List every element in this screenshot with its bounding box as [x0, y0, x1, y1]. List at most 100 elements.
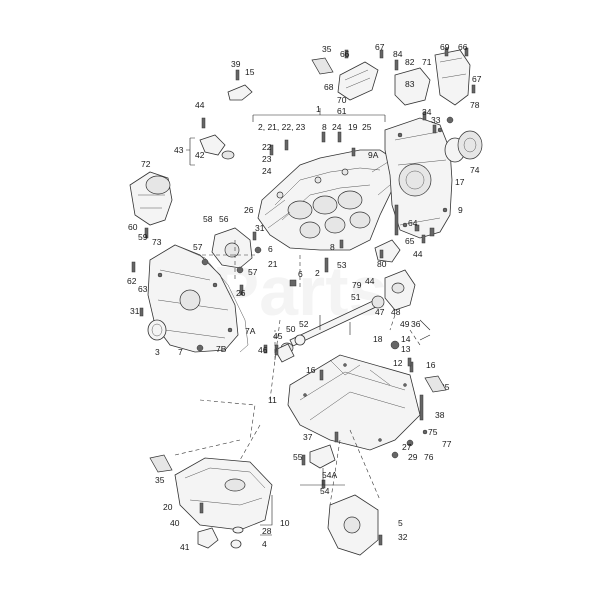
label-35-top: 35: [322, 44, 332, 54]
label-84: 84: [393, 49, 403, 59]
label-63: 63: [138, 284, 148, 294]
label-15: 15: [245, 67, 255, 77]
label-57-a: 57: [193, 242, 203, 252]
label-11: 11: [268, 395, 277, 405]
label-6-a: 6: [268, 244, 273, 254]
label-55: 55: [293, 452, 303, 462]
label-51: 51: [351, 292, 361, 302]
label-35-c: 35: [155, 475, 165, 485]
label-6-b: 6: [298, 269, 303, 279]
label-33: 33: [431, 115, 441, 125]
label-72: 72: [141, 159, 151, 169]
mount-49: [384, 269, 416, 311]
label-12: 12: [393, 358, 403, 368]
label-18: 18: [373, 334, 383, 344]
leader-lines: [174, 108, 431, 536]
label-79: 79: [352, 280, 362, 290]
oil-pump: [327, 494, 379, 556]
flag-tags: [149, 57, 447, 473]
top-plate: [337, 61, 379, 101]
label-78: 78: [470, 100, 480, 110]
label-82: 82: [405, 57, 415, 67]
label-52: 52: [299, 319, 309, 329]
label-64: 64: [408, 218, 418, 228]
label-29: 29: [408, 452, 418, 462]
label-74: 74: [470, 165, 480, 175]
label-65: 65: [405, 236, 415, 246]
plug-4: [230, 539, 242, 549]
label-44-b: 44: [365, 276, 375, 286]
label-28: 28: [262, 526, 272, 536]
label-50: 50: [286, 324, 296, 334]
label-8: 8: [322, 122, 327, 132]
label-24-b: 24: [262, 166, 272, 176]
label-70: 70: [337, 95, 347, 105]
label-19: 19: [348, 122, 358, 132]
label-48: 48: [391, 307, 401, 317]
label-25: 25: [362, 122, 372, 132]
label-31-b: 31: [130, 306, 140, 316]
label-10: 10: [280, 518, 290, 528]
label-9a: 9A: [368, 150, 379, 160]
callout-labels: 1 2, 21, 22, 23 8 24 19 25 9A 35 66 67 8…: [127, 42, 482, 552]
label-16-a: 16: [426, 360, 436, 370]
label-44-c: 44: [413, 249, 423, 259]
label-5: 5: [398, 518, 403, 528]
sensor-assembly: [199, 134, 235, 160]
label-26-a: 26: [244, 205, 254, 215]
label-68: 68: [324, 82, 334, 92]
label-58: 58: [203, 214, 213, 224]
label-20: 20: [163, 502, 173, 512]
top-bracket: [227, 84, 253, 101]
label-13: 13: [401, 344, 411, 354]
label-38: 38: [435, 410, 445, 420]
label-14: 14: [401, 334, 411, 344]
label-34: 34: [422, 107, 432, 117]
label-2: 2: [315, 268, 320, 278]
label-80: 80: [377, 259, 387, 269]
label-27: 27: [402, 442, 412, 452]
label-42: 42: [195, 150, 205, 160]
label-69: 69: [440, 42, 450, 52]
label-61: 61: [337, 106, 347, 116]
label-40: 40: [170, 518, 180, 528]
label-67-b: 67: [472, 74, 482, 84]
label-1: 1: [316, 104, 321, 114]
label-7a: 7A: [245, 326, 256, 336]
rear-cover: [384, 117, 453, 239]
label-75: 75: [428, 427, 438, 437]
front-gasket: [174, 244, 249, 353]
timing-cover-top: [394, 49, 471, 106]
label-76: 76: [424, 452, 434, 462]
label-41: 41: [180, 542, 190, 552]
label-57-b: 57: [248, 267, 258, 277]
label-9: 9: [458, 205, 463, 215]
label-53: 53: [337, 260, 347, 270]
label-32: 32: [398, 532, 408, 542]
label-39: 39: [231, 59, 241, 69]
label-56: 56: [219, 214, 229, 224]
label-16-b: 16: [306, 365, 316, 375]
label-45: 45: [273, 331, 283, 341]
washer-28: [232, 526, 244, 534]
label-31-a: 31: [255, 223, 265, 233]
front-cover: [147, 244, 239, 353]
label-83: 83: [405, 79, 415, 89]
label-44-a: 44: [195, 100, 205, 110]
front-seal: [147, 319, 167, 341]
label-59: 59: [138, 232, 148, 242]
label-62: 62: [127, 276, 137, 286]
rear-seal: [444, 130, 483, 163]
engine-block: [257, 149, 396, 251]
label-26-b: 26: [236, 288, 246, 298]
label-54: 54: [320, 486, 330, 496]
label-7b: 7B: [216, 344, 227, 354]
balance-shaft: [289, 295, 385, 347]
lower-oil-pan: [174, 457, 273, 531]
label-49: 49: [400, 319, 410, 329]
label-21: 21: [268, 259, 278, 269]
label-66-b: 66: [458, 42, 468, 52]
label-71: 71: [422, 57, 432, 67]
label-17: 17: [455, 177, 465, 187]
